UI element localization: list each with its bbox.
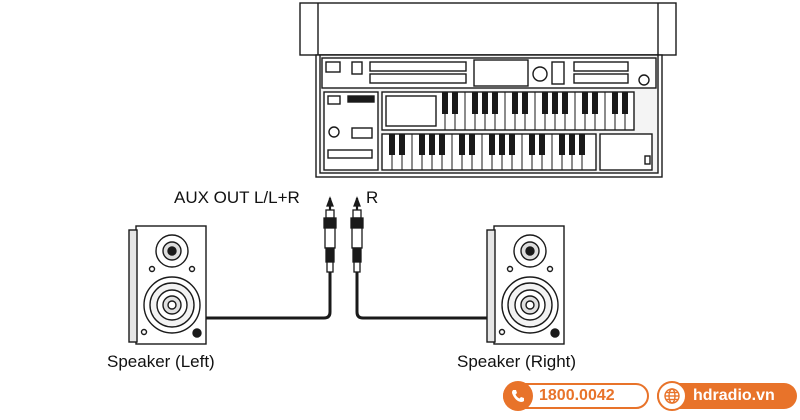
left-cable [206, 272, 332, 320]
right-plug [350, 196, 364, 273]
right-speaker [486, 225, 565, 345]
phone-number: 1800.0042 [539, 387, 615, 404]
phone-icon [503, 381, 533, 411]
globe-icon [657, 381, 687, 411]
left-speaker [128, 225, 207, 345]
left-plug [323, 196, 337, 273]
electone-organ [299, 2, 677, 178]
aux-out-right-label: R [366, 188, 379, 207]
aux-out-left-label: AUX OUT L/L+R [174, 188, 300, 207]
right-cable [355, 272, 494, 320]
speaker-left-label: Speaker (Left) [107, 352, 215, 371]
speaker-right-label: Speaker (Right) [457, 352, 577, 371]
phone-contact-button[interactable]: 1800.0042 [503, 381, 649, 411]
website-text: hdradio.vn [693, 387, 775, 404]
website-link[interactable]: hdradio.vn [657, 381, 797, 411]
